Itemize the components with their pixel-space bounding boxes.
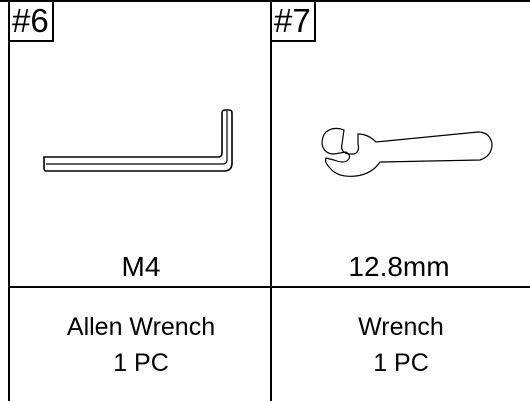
- part-name-6: Allen Wrench: [66, 313, 216, 341]
- part-quantity-7: 1 PC: [373, 349, 429, 377]
- part-size-7: 12.8mm: [348, 251, 450, 282]
- left-border: [8, 0, 10, 401]
- part-size-6: M4: [121, 251, 161, 282]
- top-border: [0, 0, 530, 2]
- part-cell-7: #7 12.8mm: [272, 2, 530, 286]
- part-quantity-6: 1 PC: [113, 349, 169, 377]
- row-divider: [8, 286, 530, 288]
- part-number-7: #7: [272, 2, 316, 42]
- column-divider: [270, 0, 272, 401]
- part-cell-6: #6 M4: [10, 2, 270, 286]
- part-name-7: Wrench: [358, 313, 444, 341]
- part-number-6: #6: [10, 2, 54, 42]
- allen-wrench-icon: [43, 109, 233, 172]
- open-end-wrench-icon: [321, 127, 493, 177]
